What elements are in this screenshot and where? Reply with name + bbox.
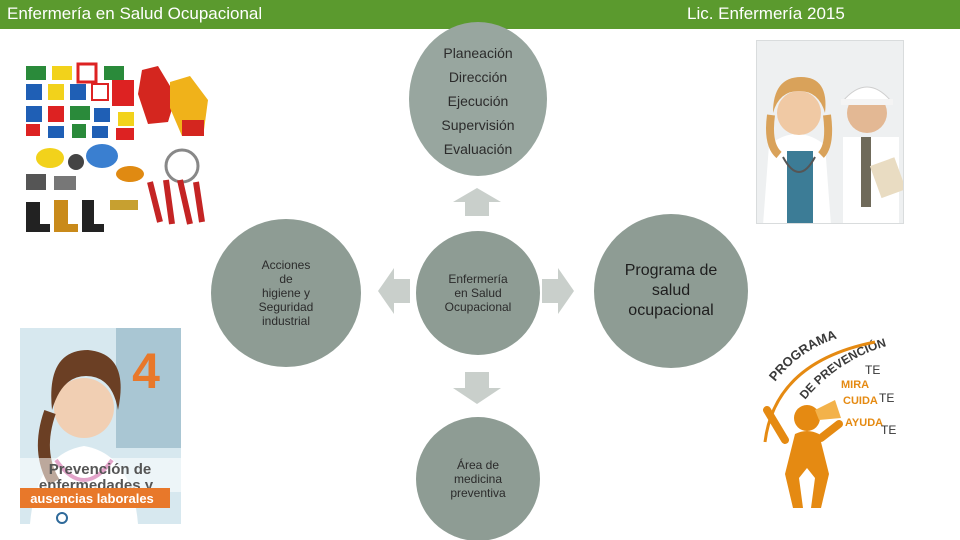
- arrow-left: [378, 268, 410, 314]
- node-preventive-medicine: Área de medicina preventiva: [416, 417, 540, 540]
- logo-row3-b: TE: [881, 423, 896, 437]
- node-management-functions: Planeación Dirección Ejecución Supervisi…: [409, 22, 547, 176]
- logo-row1-b: TE: [865, 363, 880, 377]
- function-planning: Planeación: [443, 45, 513, 61]
- harness-icon: [147, 148, 205, 225]
- arrow-right: [542, 268, 574, 314]
- person-megaphone-icon: [763, 400, 843, 508]
- function-execution: Ejecución: [447, 93, 509, 109]
- header-author: Lic. Enfermería 2015: [687, 4, 845, 23]
- gloves-icon: [138, 66, 208, 136]
- arrow-down: [453, 372, 501, 404]
- node-occupational-nursing-label: Enfermería en Salud Ocupacional: [444, 272, 512, 314]
- node-hygiene-safety-label: Acciones de higiene y Seguridad industri…: [258, 258, 314, 328]
- poster-line-3: ausencias laborales: [30, 491, 154, 506]
- arrow-up: [453, 188, 501, 216]
- header-title: Enfermería en Salud Ocupacional: [7, 4, 263, 23]
- safety-equipment-image: [20, 62, 220, 234]
- node-occupational-nursing: Enfermería en Salud Ocupacional: [416, 231, 540, 355]
- safety-signs-icon: [26, 62, 134, 140]
- function-evaluation: Evaluación: [443, 141, 513, 157]
- node-hygiene-safety: Acciones de higiene y Seguridad industri…: [211, 219, 361, 367]
- logo-row2-a: CUIDA: [843, 395, 878, 407]
- node-health-program-label: Programa de salud ocupacional: [624, 262, 718, 319]
- poster-line-1: Prevención de: [49, 461, 152, 478]
- prevention-poster-image: 4 Prevención de enfermedades y ausencias…: [20, 328, 181, 524]
- logo-row1-a: MIRA: [841, 379, 869, 391]
- prevention-program-logo: PROGRAMA DE PREVENCIÓN MIRA TE CUIDA TE …: [755, 322, 905, 512]
- function-direction: Dirección: [448, 69, 508, 85]
- node-preventive-medicine-label: Área de medicina preventiva: [450, 458, 506, 500]
- function-supervision: Supervisión: [441, 117, 515, 133]
- boots-icon: [26, 174, 138, 232]
- logo-row3-a: AYUDA: [845, 417, 883, 429]
- node-health-program: Programa de salud ocupacional: [594, 214, 748, 368]
- helmets-icon: [36, 144, 144, 182]
- poster-number: 4: [132, 343, 160, 399]
- logo-row2-b: TE: [879, 391, 894, 405]
- doctor-worker-image: [756, 40, 904, 224]
